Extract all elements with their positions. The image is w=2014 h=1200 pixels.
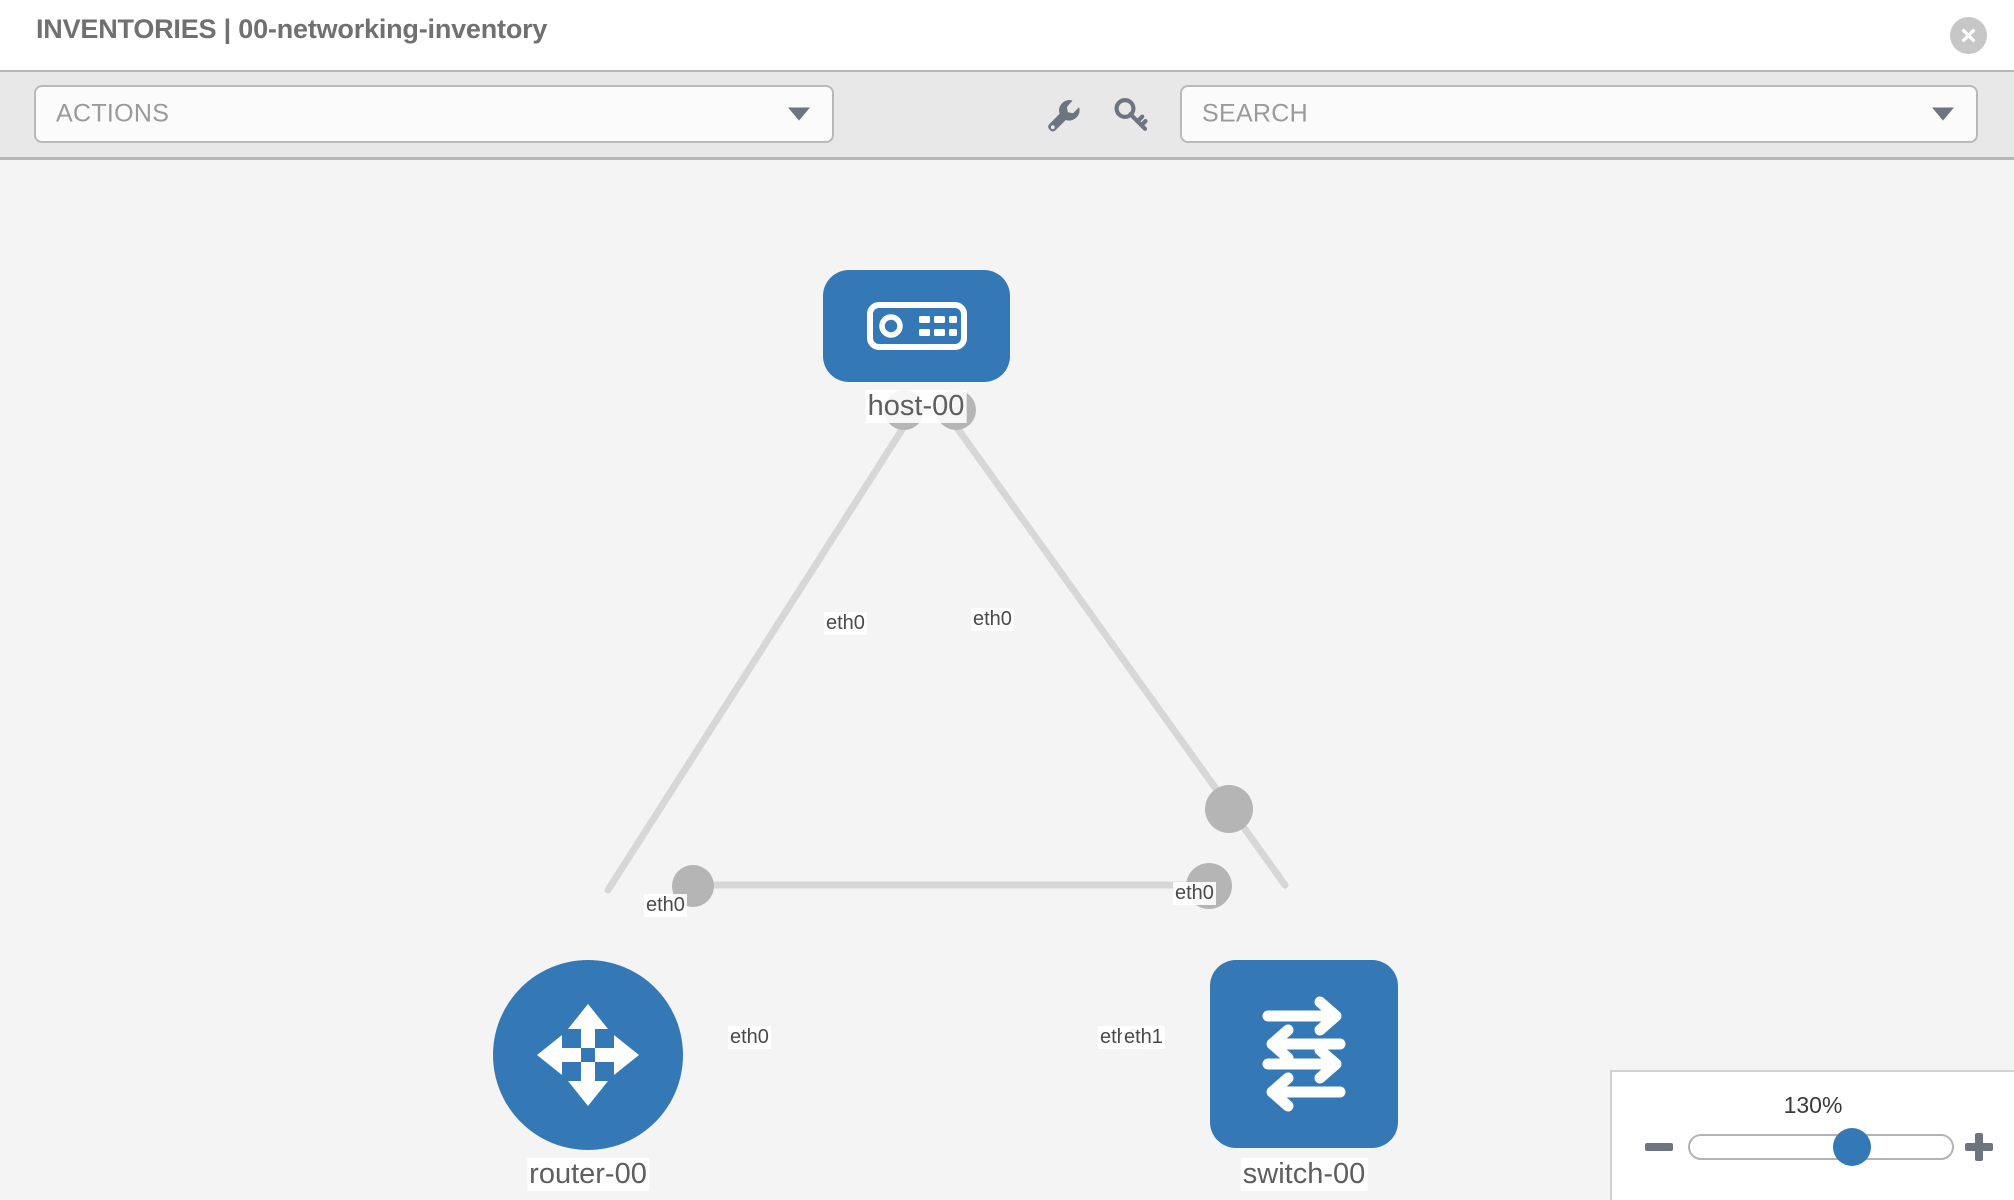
iface-label: eth0 — [644, 894, 687, 917]
iface-label: eth0 — [971, 608, 1014, 631]
iface-label: eth1 — [1122, 1026, 1165, 1049]
plus-icon — [1965, 1133, 1993, 1161]
zoom-in-button[interactable] — [1962, 1130, 1996, 1164]
switch-00-label: switch-00 — [1240, 1158, 1368, 1191]
minus-icon — [1645, 1143, 1673, 1151]
key-icon[interactable] — [1111, 94, 1153, 136]
host-00-label: host-00 — [865, 390, 967, 423]
iface-label: eth0 — [824, 612, 867, 635]
switch-00-shape[interactable] — [1210, 960, 1398, 1148]
zoom-out-button[interactable] — [1642, 1130, 1676, 1164]
switch-icon — [1262, 996, 1346, 1112]
chevron-down-icon — [1932, 107, 1954, 121]
page-title: INVENTORIES | 00-networking-inventory — [36, 14, 548, 44]
topology-canvas[interactable]: host-00 router-00 — [0, 160, 2014, 1200]
search-dropdown[interactable]: SEARCH — [1180, 85, 1978, 143]
wrench-icon[interactable] — [1041, 94, 1083, 136]
router-00-shape[interactable] — [493, 960, 683, 1150]
search-input[interactable]: SEARCH — [1202, 99, 1308, 128]
toolbar: ACTIONS SEARCH — [0, 70, 2014, 160]
zoom-control-panel: 130% — [1610, 1070, 2014, 1200]
zoom-slider[interactable] — [1688, 1128, 1954, 1166]
server-icon — [866, 302, 967, 350]
page-header: INVENTORIES | 00-networking-inventory — [0, 0, 2014, 70]
chevron-down-icon — [788, 107, 810, 121]
zoom-slider-thumb[interactable] — [1833, 1128, 1872, 1166]
zoom-level-value: 130% — [1783, 1092, 1843, 1118]
router-icon — [537, 1004, 639, 1106]
close-icon[interactable] — [1950, 17, 1987, 54]
iface-label: eth0 — [1173, 882, 1216, 905]
actions-dropdown[interactable]: ACTIONS — [34, 85, 834, 143]
connector-switch00-nw — [1205, 785, 1253, 833]
actions-dropdown-label: ACTIONS — [56, 99, 170, 128]
iface-label: eth0 — [728, 1026, 771, 1049]
host-00-shape[interactable] — [823, 270, 1010, 382]
router-00-label: router-00 — [527, 1158, 649, 1191]
edge-host00-router00 — [604, 421, 909, 894]
